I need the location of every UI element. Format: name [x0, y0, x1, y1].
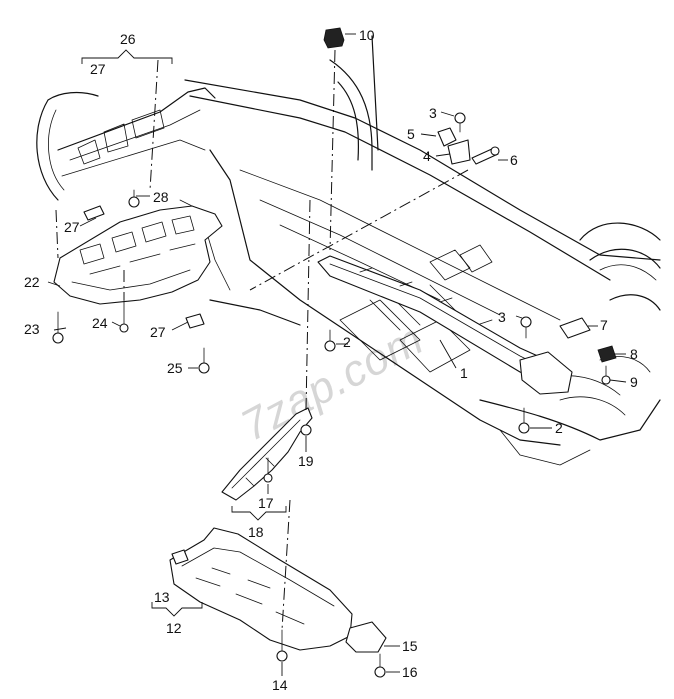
callout-28: 28 — [153, 189, 169, 205]
callout-3-top: 3 — [429, 105, 437, 121]
callout-22: 22 — [24, 274, 40, 290]
callout-27-bottom: 27 — [150, 324, 166, 340]
callout-13: 13 — [154, 589, 170, 605]
assembly-lines — [55, 49, 469, 631]
callout-17: 17 — [258, 495, 274, 511]
callout-14: 14 — [272, 677, 288, 693]
reinforcement-rail — [317, 255, 573, 395]
callout-23: 23 — [24, 321, 40, 337]
bracket-left — [83, 205, 105, 221]
callout-19: 19 — [298, 453, 314, 469]
watermark-text: 7zap.com — [233, 314, 432, 451]
callout-15: 15 — [402, 638, 418, 654]
callout-4: 4 — [423, 148, 431, 164]
callout-24: 24 — [92, 315, 108, 331]
leader-lines — [47, 33, 627, 676]
callout-2-right: 2 — [555, 420, 563, 436]
callout-25: 25 — [167, 360, 183, 376]
rear-underbody-shield — [169, 527, 387, 653]
middle-heat-shield — [221, 407, 313, 501]
fasteners — [52, 27, 617, 678]
callout-27-top: 27 — [90, 61, 106, 77]
callout-3-right: 3 — [498, 309, 506, 325]
callout-5: 5 — [407, 126, 415, 142]
callout-8: 8 — [630, 346, 638, 362]
callout-labels: 10 26 27 3 5 4 6 28 27 22 23 24 27 25 2 … — [24, 27, 638, 693]
callout-7: 7 — [600, 317, 608, 333]
callout-16: 16 — [402, 664, 418, 680]
bracket-lower — [185, 313, 205, 329]
callout-6: 6 — [510, 152, 518, 168]
callout-26: 26 — [120, 31, 136, 47]
callout-9: 9 — [630, 374, 638, 390]
callout-18: 18 — [248, 524, 264, 540]
callout-27-left: 27 — [64, 219, 80, 235]
front-underbody-cover — [53, 205, 223, 305]
callout-2-left: 2 — [343, 334, 351, 350]
callout-1: 1 — [460, 365, 468, 381]
callout-10: 10 — [359, 27, 375, 43]
callout-12: 12 — [166, 620, 182, 636]
